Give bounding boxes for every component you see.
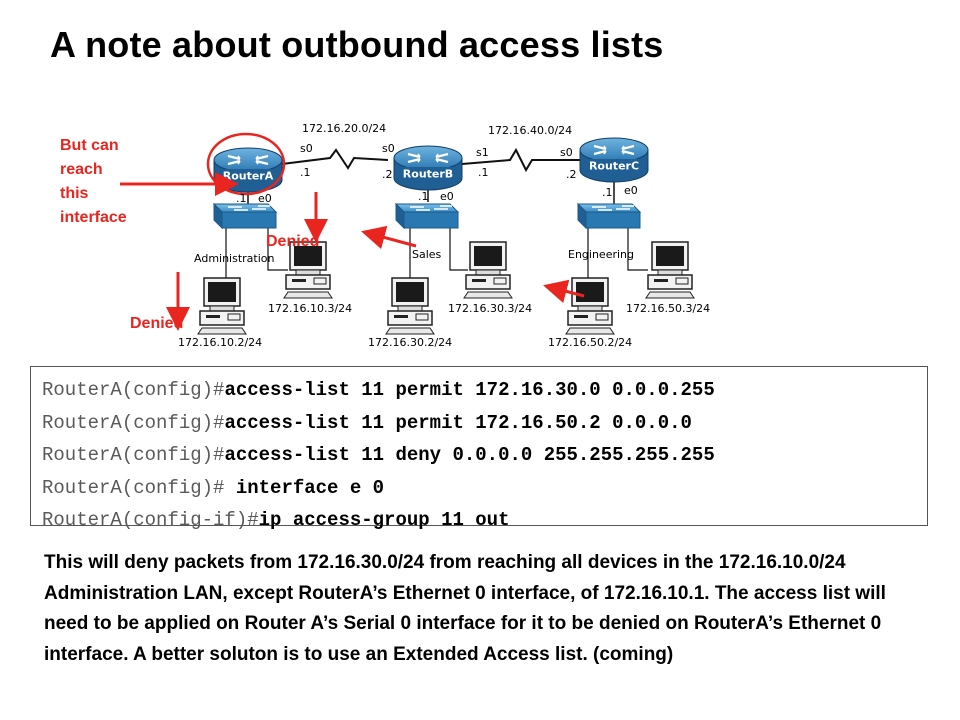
config-line: RouterA(config)# interface e 0 xyxy=(42,472,927,505)
config-command: ip access-group 11 out xyxy=(258,509,510,532)
router-b-s1-label: s1 xyxy=(476,146,489,159)
config-prompt: RouterA(config)# xyxy=(42,411,225,434)
host-label-admin-2: 172.16.10.2/24 xyxy=(178,336,262,349)
network-label-2: 172.16.40.0/24 xyxy=(488,124,572,137)
config-code-box: RouterA(config)#access-list 11 permit 17… xyxy=(30,366,928,531)
router-c-label: RouterC xyxy=(589,160,639,173)
serial-link-b-c xyxy=(461,147,580,173)
config-command: access-list 11 deny 0.0.0.0 255.255.255.… xyxy=(224,444,715,467)
config-line: RouterA(config)#access-list 11 permit 17… xyxy=(42,374,927,407)
router-b-s0-ip: .2 xyxy=(382,168,393,181)
config-prompt: RouterA(config)# xyxy=(42,476,236,499)
slide-title: A note about outbound access lists xyxy=(50,24,664,65)
description-paragraph: This will deny packets from 172.16.30.0/… xyxy=(44,552,886,665)
network-diagram: RouterA RouterB RouterC 172.16.20.0/24 1… xyxy=(120,122,710,349)
router-c-s0-ip: .2 xyxy=(566,168,577,181)
router-b-s1-ip: .1 xyxy=(478,166,489,179)
switch-sales-icon xyxy=(395,203,459,229)
serial-link-a-b xyxy=(281,148,389,170)
annotation-line: interface xyxy=(60,209,127,226)
config-prompt: RouterA(config)# xyxy=(42,379,225,401)
router-b-s0-label: s0 xyxy=(382,142,395,155)
pc-admin-2-icon xyxy=(197,277,247,335)
config-command: interface e 0 xyxy=(235,476,385,499)
annotation-denied-2: Denied xyxy=(130,315,184,332)
config-command: access-list 11 permit 172.16.30.0 0.0.0.… xyxy=(224,379,715,401)
arrow-from-eng-pc xyxy=(543,279,585,303)
host-label-sales-1: 172.16.30.3/24 xyxy=(448,302,532,315)
pc-sales-2-icon xyxy=(385,277,435,335)
pc-sales-1-icon xyxy=(463,241,513,299)
network-label-1: 172.16.20.0/24 xyxy=(302,122,386,135)
config-line: RouterA(config)#access-list 11 deny 0.0.… xyxy=(42,439,927,472)
router-a-e0-ip: .1 xyxy=(236,192,247,205)
router-a-s0-label: s0 xyxy=(300,142,313,155)
router-b-label: RouterB xyxy=(403,168,453,181)
router-c-e0-label: e0 xyxy=(624,184,638,197)
lan-label-sales: Sales xyxy=(412,248,442,261)
lan-label-engineering: Engineering xyxy=(568,248,634,261)
config-command: access-list 11 permit 172.16.50.2 0.0.0.… xyxy=(224,411,692,434)
switch-admin-icon xyxy=(213,203,277,229)
host-label-admin-1: 172.16.10.3/24 xyxy=(268,302,352,315)
router-a-s0-ip: .1 xyxy=(300,166,311,179)
config-line: RouterA(config)#access-list 11 permit 17… xyxy=(42,407,927,440)
lan-label-administration: Administration xyxy=(194,252,275,265)
router-c-e0-ip: .1 xyxy=(602,186,613,199)
pc-eng-1-icon xyxy=(645,241,695,299)
annotation-line: But can xyxy=(60,137,119,154)
annotation-line: this xyxy=(60,185,89,202)
router-a-label: RouterA xyxy=(223,170,274,183)
annotation-denied-1: Denied xyxy=(266,233,320,250)
router-a-e0-label: e0 xyxy=(258,192,272,205)
annotation-line: reach xyxy=(60,161,103,178)
host-label-eng-1: 172.16.50.3/24 xyxy=(626,302,710,315)
router-c-s0-label: s0 xyxy=(560,146,573,159)
pc-eng-2-icon xyxy=(565,277,615,335)
switch-engineering-icon xyxy=(577,203,641,229)
host-label-eng-2: 172.16.50.2/24 xyxy=(548,336,632,349)
router-a-highlight xyxy=(206,132,286,196)
config-line: RouterA(config-if)#ip access-group 11 ou… xyxy=(42,504,927,537)
router-b-e0-ip: .1 xyxy=(418,190,429,203)
config-prompt: RouterA(config-if)# xyxy=(42,509,259,532)
router-b-e0-label: e0 xyxy=(440,190,454,203)
arrow-from-sales-switch xyxy=(361,225,417,250)
host-label-sales-2: 172.16.30.2/24 xyxy=(368,336,452,349)
config-prompt: RouterA(config)# xyxy=(42,444,225,467)
annotation-reach-interface: But can reach this interface xyxy=(60,134,127,230)
